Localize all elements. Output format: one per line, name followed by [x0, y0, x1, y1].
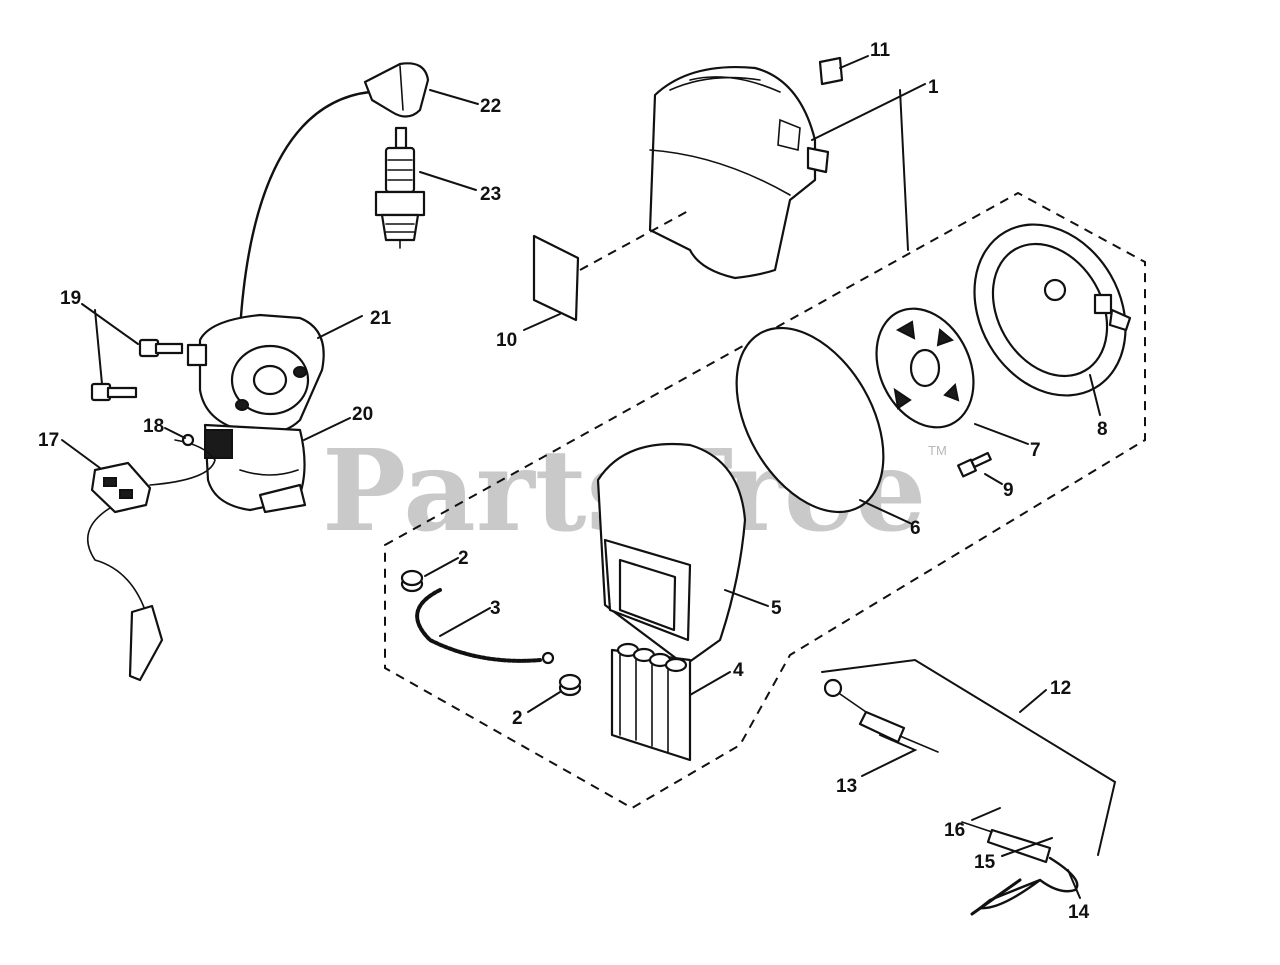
leader-19: [81, 303, 139, 385]
throttle-cable-assembly: [823, 678, 1079, 916]
leader-12: [821, 658, 1117, 856]
leader-9: [984, 473, 1003, 485]
spark-plug: [374, 126, 426, 249]
leader-18: [164, 427, 186, 439]
spring-lower: [558, 673, 582, 697]
small-decal: [818, 56, 844, 86]
callout-23: 23: [480, 184, 501, 205]
spark-plug-boot: [363, 62, 430, 118]
ignition-wire: [238, 90, 372, 332]
harness-terminal: [541, 651, 555, 665]
leader-2b: [527, 691, 561, 713]
leader-14: [1067, 869, 1081, 899]
callout-21: 21: [370, 308, 392, 329]
leader-1: [811, 83, 926, 251]
callout-4: 4: [733, 660, 744, 681]
leader-3: [439, 607, 491, 637]
cover-decal: [532, 234, 580, 322]
filter-backplate: [973, 223, 1132, 397]
callout-7: 7: [1030, 440, 1041, 461]
callout-12: 12: [1050, 678, 1071, 699]
magneto-coil: [186, 313, 325, 435]
callout-16: 16: [944, 820, 965, 841]
air-filter-cover: [648, 66, 830, 280]
leader-23: [419, 171, 477, 191]
inner-filter-cover: [596, 442, 747, 667]
filter-element: [735, 326, 885, 514]
callout-17: 17: [38, 430, 59, 451]
leader-20: [303, 417, 351, 441]
filter-retainer-plate: [875, 307, 975, 429]
callout-19: 19: [60, 288, 81, 309]
leader-15: [1001, 837, 1053, 857]
callout-8: 8: [1097, 419, 1108, 440]
callout-20: 20: [352, 404, 373, 425]
battery-pack: [610, 642, 692, 762]
leader-21: [317, 315, 363, 339]
callout-22: 22: [480, 96, 501, 117]
kill-switch-bracket: [90, 461, 152, 514]
decal-arrow: [579, 209, 691, 271]
leader-13: [861, 734, 918, 777]
callout-1: 1: [928, 77, 939, 98]
callout-18: 18: [143, 416, 164, 437]
callout-3: 3: [490, 598, 501, 619]
leader-10: [523, 313, 561, 331]
spring-upper: [400, 569, 424, 593]
ground-wire-end: [181, 433, 195, 447]
callout-14: 14: [1068, 902, 1090, 923]
battery-wire-harness: [415, 588, 542, 663]
leader-16: [971, 807, 1001, 821]
callout-6: 6: [910, 518, 921, 539]
callout-2b: 2: [512, 708, 523, 729]
lead-terminal: [128, 604, 164, 682]
leader-4: [689, 671, 731, 696]
callout-11: 11: [870, 40, 891, 61]
leader-6: [859, 499, 913, 525]
leader-11: [839, 55, 869, 69]
leader-8: [1089, 374, 1101, 416]
callout-13: 13: [836, 776, 857, 797]
leader-17: [61, 439, 101, 469]
leader-7: [974, 423, 1029, 445]
mounting-bolt-upper: [138, 338, 184, 358]
leader-22: [429, 89, 479, 105]
retainer-screw: [957, 451, 992, 478]
watermark-trademark: TM: [928, 443, 947, 458]
coil-housing: [203, 423, 307, 514]
callout-5: 5: [771, 598, 782, 619]
mounting-bolt-lower: [90, 382, 138, 402]
callout-10: 10: [496, 330, 517, 351]
callout-15: 15: [974, 852, 996, 873]
leader-2a: [424, 557, 459, 577]
kill-switch-lead: [86, 507, 146, 611]
callout-2a: 2: [458, 548, 469, 569]
assembly-boundary: [384, 191, 1146, 810]
callout-9: 9: [1003, 480, 1014, 501]
leader-5: [724, 589, 769, 607]
